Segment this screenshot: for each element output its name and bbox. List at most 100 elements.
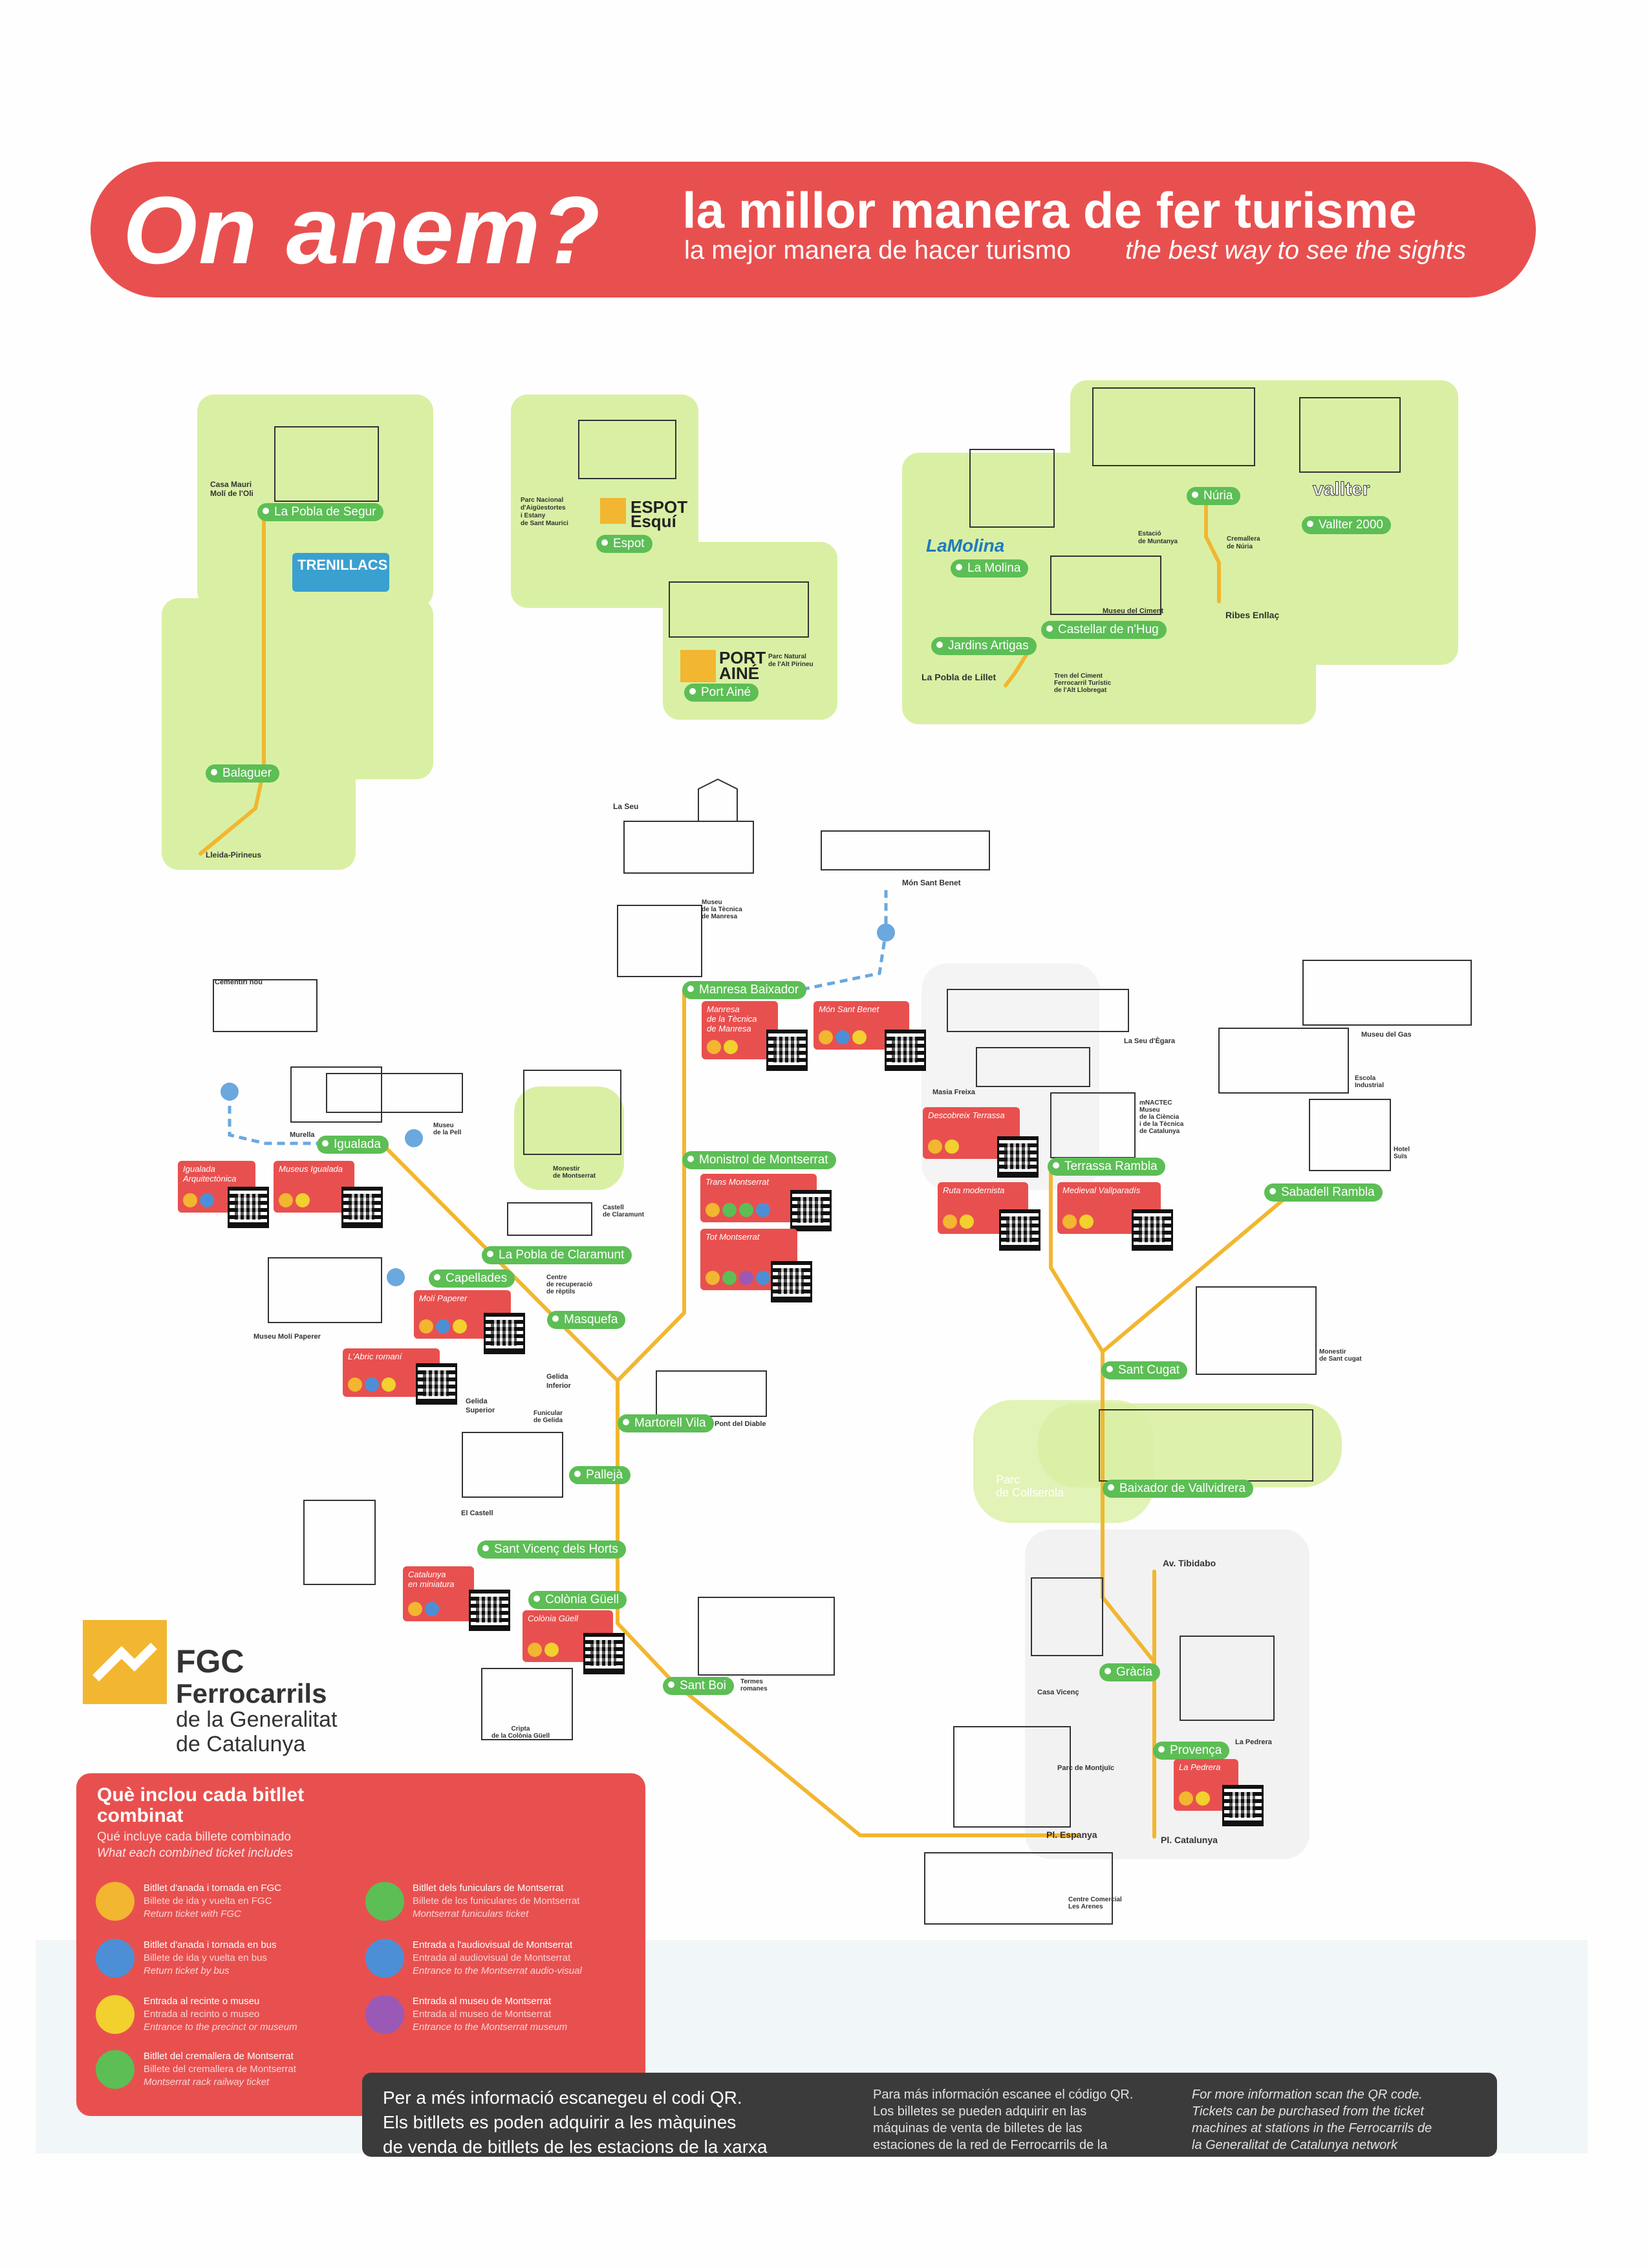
ticket-manresa[interactable]: Manresa de la Tècnica de Manresa (702, 1001, 778, 1059)
station-jardins-artigas[interactable]: Jardins Artigas (931, 637, 1037, 655)
station-la-pobla-de-claramunt[interactable]: La Pobla de Claramunt (482, 1246, 632, 1264)
station-martorell-vila[interactable]: Martorell Vila (618, 1414, 714, 1432)
termes-romanes-sketch (698, 1597, 835, 1676)
station-la-molina[interactable]: La Molina (951, 559, 1029, 578)
label-monestir-montserrat: Monestir de Montserrat (553, 1165, 596, 1180)
legend-title: Què inclou cada bitllet combinat (97, 1784, 305, 1826)
qr-code[interactable] (583, 1633, 625, 1674)
footer-es-4: estaciones de la red de Ferrocarrils de … (873, 2138, 1108, 2152)
ticket-museus-igualada[interactable]: Museus Igualada (274, 1161, 354, 1213)
station-nuria[interactable]: Núria (1187, 487, 1241, 505)
la-molina-sketch (969, 449, 1055, 528)
label-pl-espanya[interactable]: Pl. Espanya (1046, 1830, 1097, 1840)
station-capellades[interactable]: Capellades (429, 1269, 515, 1288)
subtitle-spanish: la mejor manera de hacer turismo (684, 236, 1072, 265)
station-vallter-2000[interactable]: Vallter 2000 (1302, 516, 1391, 534)
station-palleja[interactable]: Pallejà (569, 1466, 631, 1484)
ticket-igualada-arquitectonica[interactable]: Igualada Arquitectònica (178, 1161, 255, 1213)
station-manresa-baixador[interactable]: Manresa Baixador (682, 981, 807, 999)
footer-en-3: machines at stations in the Ferrocarrils… (1192, 2121, 1432, 2135)
fgc-logo-text: FGC (176, 1643, 244, 1679)
qr-code[interactable] (1222, 1785, 1264, 1826)
station-colonia-guell[interactable]: Colònia Güell (528, 1591, 627, 1609)
nuria-sketch (1092, 387, 1255, 466)
station-baixador-de-vallvidrera[interactable]: Baixador de Vallvidrera (1103, 1480, 1254, 1498)
label-hotel-suis: Hotel Suïs (1394, 1146, 1410, 1160)
label-pl-catalunya[interactable]: Pl. Catalunya (1161, 1835, 1218, 1845)
footer-ca-2: Els bitllets es poden adquirir a les màq… (383, 2112, 737, 2132)
bus-stop-icon (405, 1129, 423, 1147)
qr-code[interactable] (341, 1187, 383, 1228)
footer-en-2: Tickets can be purchased from the ticket (1192, 2104, 1424, 2119)
label-termes-romanes: Termes romanes (740, 1678, 768, 1692)
label-casa-mauri: Casa Mauri Molí de l'Oli (210, 480, 253, 498)
station-sant-cugat[interactable]: Sant Cugat (1101, 1361, 1188, 1379)
qr-code[interactable] (997, 1136, 1039, 1178)
mon-sant-benet-sketch (821, 830, 990, 870)
label-mnactec: mNACTEC Museu de la Ciència i de la Tècn… (1139, 1099, 1184, 1135)
info-bar (362, 2073, 1497, 2157)
label-lleida-pirineus: Lleida-Pirineus (206, 850, 262, 859)
footer-es-3: máquinas de venta de billetes de las (873, 2121, 1083, 2135)
station-provenca[interactable]: Provença (1153, 1742, 1230, 1760)
label-av-tibidabo[interactable]: Av. Tibidabo (1163, 1558, 1216, 1568)
qr-code[interactable] (228, 1187, 269, 1228)
museu-moli-paperer-sketch (268, 1257, 382, 1323)
collserola-sketch (1099, 1409, 1313, 1482)
label-murella: Murella (290, 1131, 315, 1139)
station-la-pobla-de-segur[interactable]: La Pobla de Segur (257, 503, 384, 521)
line-terrassa (1049, 1162, 1105, 1354)
station-sant-boi[interactable]: Sant Boi (663, 1677, 734, 1695)
station-masquefa[interactable]: Masquefa (547, 1311, 626, 1329)
bus-stop-icon (387, 1268, 405, 1286)
line-lleida (199, 509, 266, 856)
label-cremallera-nuria: Cremallera de Núria (1227, 535, 1260, 550)
legend-title-es: Qué incluye cada billete combinado (97, 1830, 291, 1844)
footer-ca-1: Per a més informació escanegeu el codi Q… (383, 2088, 742, 2108)
qr-code[interactable] (999, 1209, 1040, 1251)
casa-mauri-sketch (274, 426, 379, 502)
ticket-icon (96, 1995, 135, 2034)
vallter-logo: vallter (1312, 479, 1370, 501)
audiovisual-icon (365, 1939, 404, 1978)
station-sabadell-rambla[interactable]: Sabadell Rambla (1264, 1183, 1383, 1202)
bus-icon (96, 1939, 135, 1978)
station-port-aine[interactable]: Port Ainé (684, 684, 759, 702)
station-castellar-de-nhug[interactable]: Castellar de n'Hug (1041, 621, 1167, 639)
museu-gas-sketch (1302, 960, 1472, 1026)
label-parc-natural: Parc Natural de l'Alt Pirineu (768, 653, 814, 668)
station-balaguer[interactable]: Balaguer (206, 764, 280, 783)
vallter-sketch (1299, 397, 1401, 473)
station-terrassa-rambla[interactable]: Terrassa Rambla (1048, 1158, 1165, 1176)
line-pobla-lillet (1004, 645, 1033, 687)
qr-code[interactable] (469, 1590, 510, 1631)
station-igualada[interactable]: Igualada (317, 1136, 389, 1154)
footer-en-4: la Generalitat de Catalunya network (1192, 2138, 1397, 2152)
qr-code[interactable] (416, 1363, 457, 1405)
station-espot[interactable]: Espot (596, 535, 652, 553)
qr-code[interactable] (771, 1261, 812, 1302)
station-sant-vicenc-dels-horts[interactable]: Sant Vicenç dels Horts (477, 1540, 626, 1559)
label-centre-reptils: Centre de recuperació de rèptils (546, 1274, 593, 1295)
qr-code[interactable] (484, 1313, 525, 1354)
ticket-abric-romani[interactable]: L'Abric romaní (343, 1348, 440, 1397)
la-molina-logo: LaMolina (926, 535, 1005, 556)
fgc-logo-icon (83, 1620, 167, 1704)
parc-montjuic-sketch (953, 1726, 1071, 1828)
station-monistrol-de-montserrat[interactable]: Monistrol de Montserrat (682, 1151, 836, 1169)
qr-code[interactable] (1132, 1209, 1173, 1251)
fgc-name-line2: de la Generalitat (176, 1707, 338, 1732)
el-castell-sketch (462, 1432, 563, 1498)
qr-code[interactable] (885, 1030, 926, 1071)
qr-code[interactable] (790, 1190, 832, 1231)
funicular-icon (365, 1882, 404, 1921)
ticket-catalunya-miniatura[interactable]: Catalunya en miniatura (403, 1566, 474, 1621)
qr-code[interactable] (766, 1030, 808, 1071)
station-gracia[interactable]: Gràcia (1099, 1663, 1160, 1681)
monestir-sant-cugat-sketch (1196, 1286, 1317, 1375)
ticket-ruta-modernista[interactable]: Ruta modernista (938, 1182, 1028, 1234)
page-title: On anem? (123, 177, 601, 284)
